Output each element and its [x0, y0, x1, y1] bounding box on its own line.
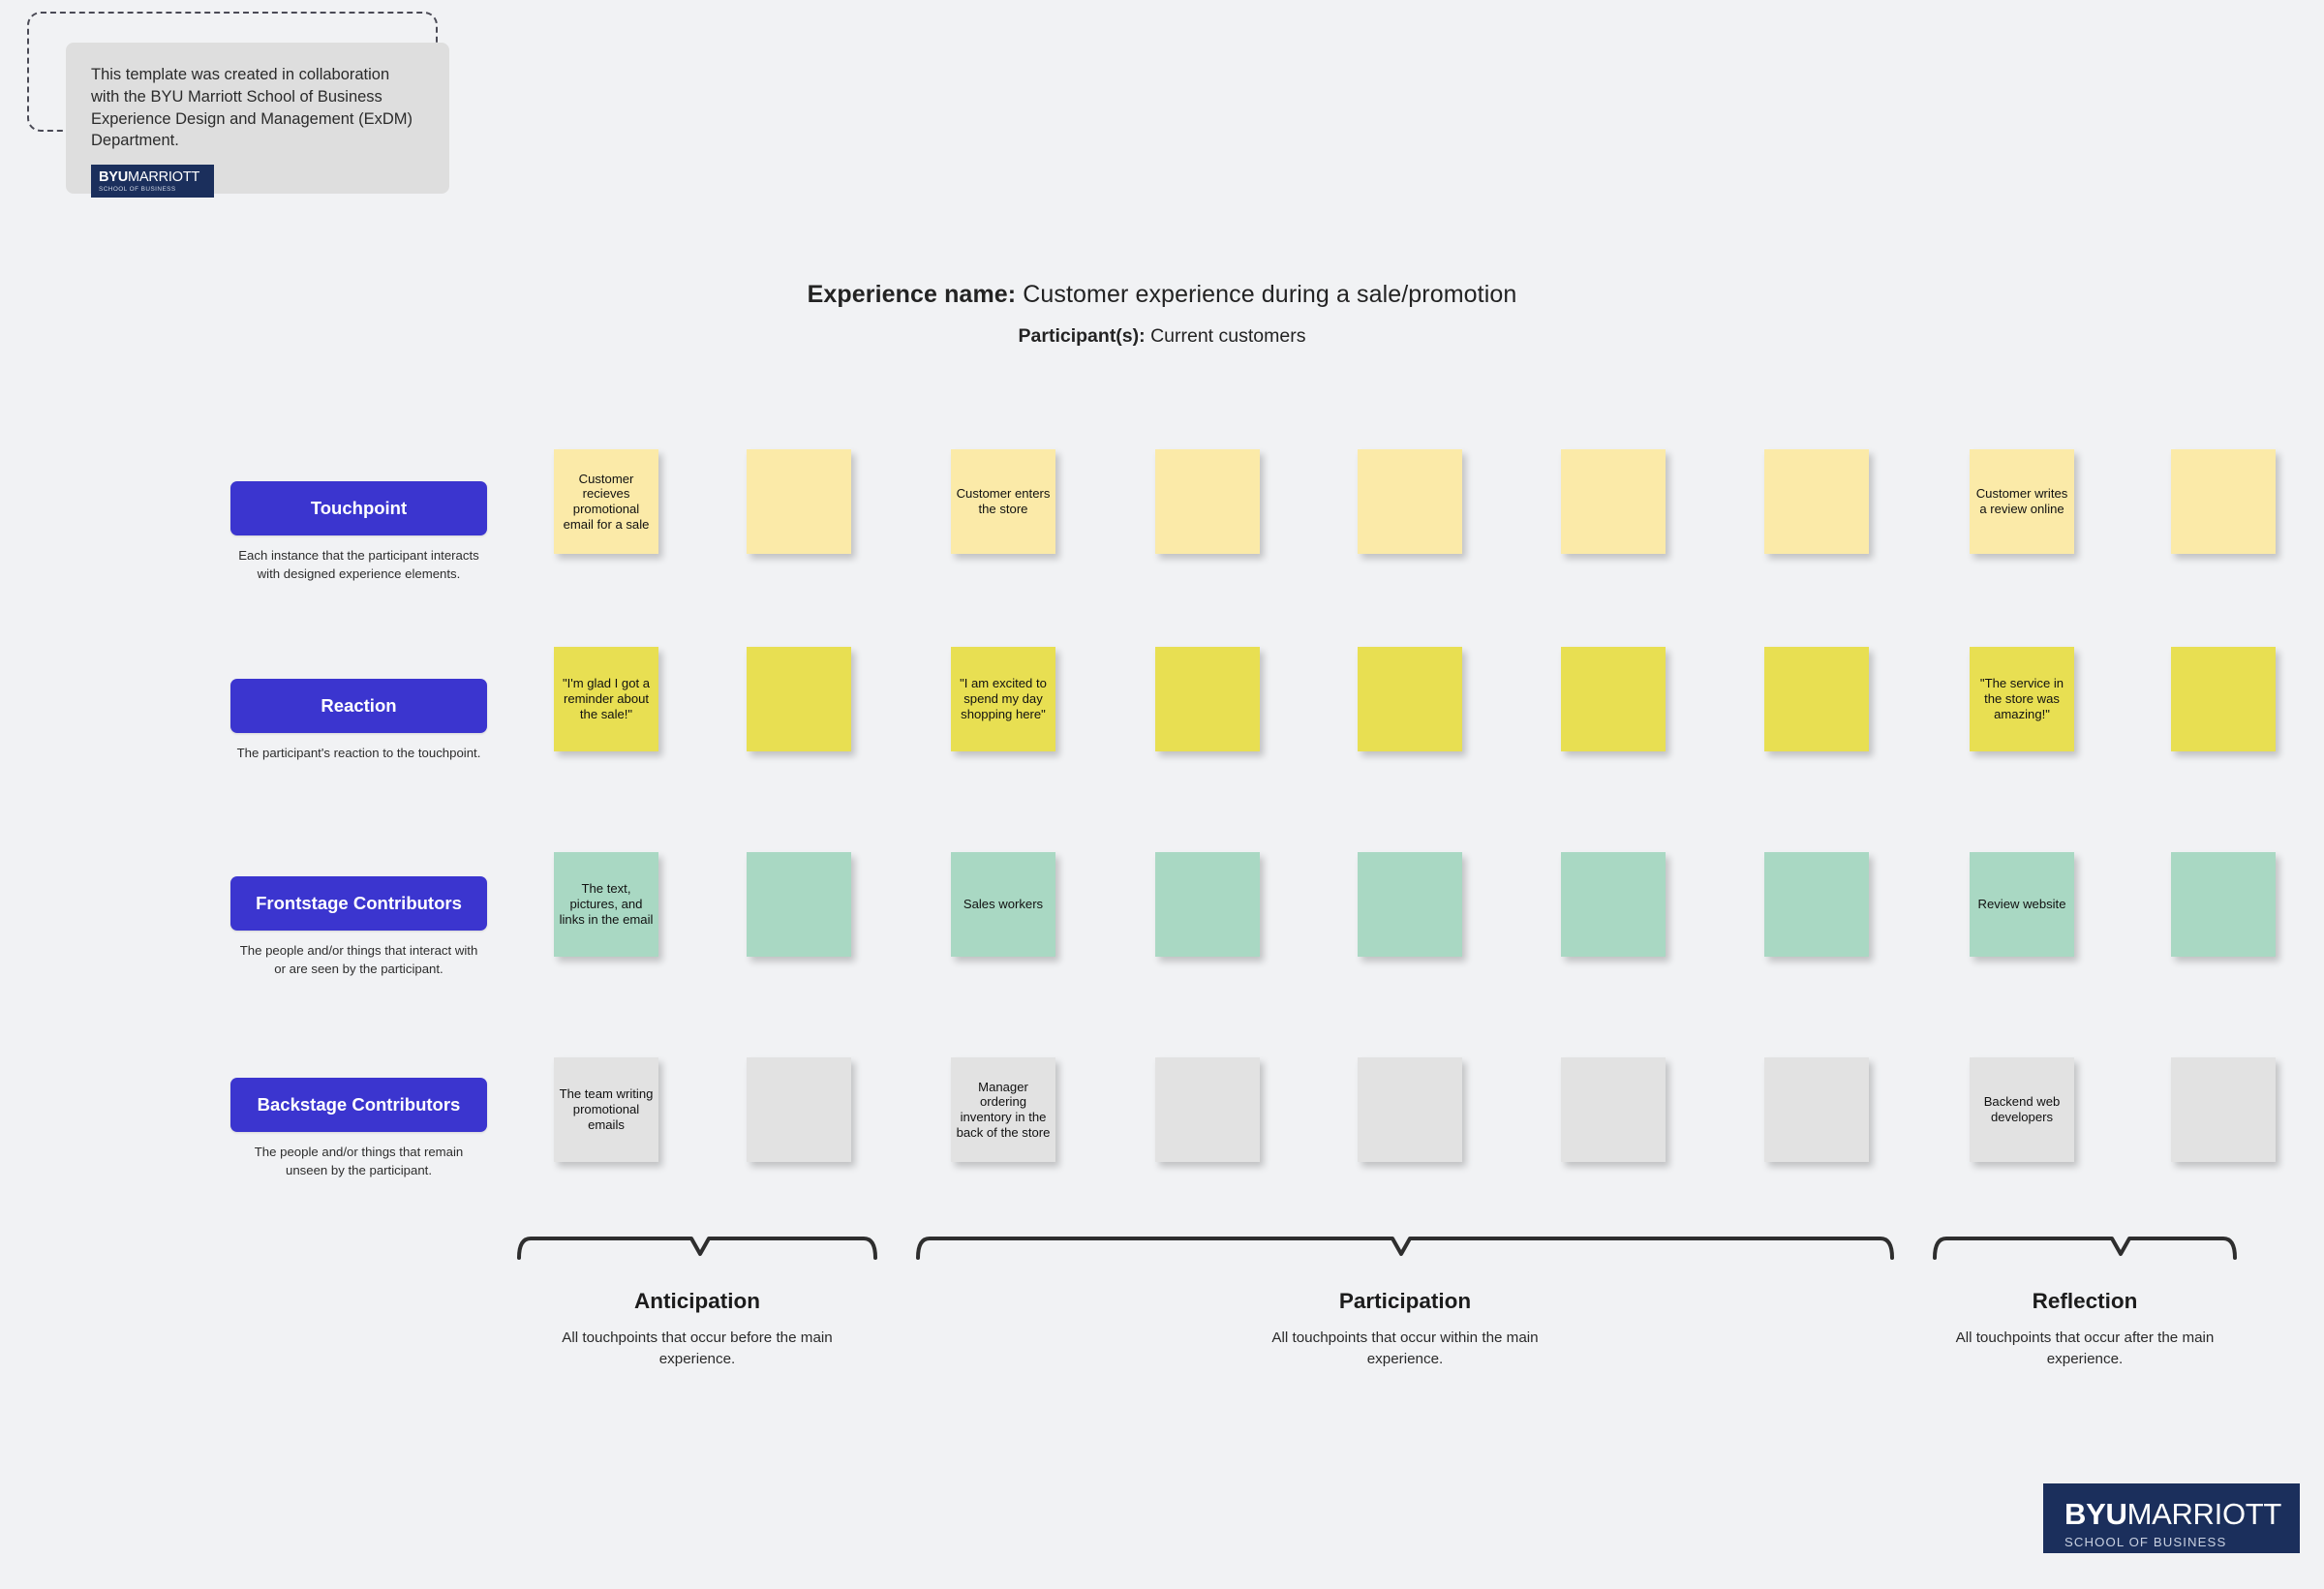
- experience-name-value[interactable]: Customer experience during a sale/promot…: [1023, 281, 1517, 308]
- footer-logo-subtitle: SCHOOL OF BUSINESS: [2064, 1535, 2227, 1549]
- sticky-note-frontstage-contributors-8[interactable]: Review website: [1970, 852, 2074, 957]
- logo-marriott-text: MARRIOTT: [128, 169, 200, 186]
- footer-logo-wordmark: BYUMARRIOTT: [2064, 1497, 2300, 1532]
- sticky-note-backstage-contributors-8[interactable]: Backend web developers: [1970, 1057, 2074, 1162]
- sticky-note-frontstage-contributors-1[interactable]: The text, pictures, and links in the ema…: [554, 852, 658, 957]
- sticky-note-text: Customer enters the store: [956, 486, 1051, 516]
- row-pill-backstage-contributors[interactable]: Backstage Contributors: [230, 1078, 487, 1132]
- logo-wordmark: BYUMARRIOTT: [99, 169, 214, 185]
- phase-title-anticipation: Anticipation: [634, 1289, 760, 1313]
- sticky-note-frontstage-contributors-9[interactable]: [2171, 852, 2276, 957]
- experience-name-line: Experience name: Customer experience dur…: [0, 281, 2324, 309]
- sticky-note-reaction-2[interactable]: [747, 647, 851, 751]
- sticky-note-reaction-9[interactable]: [2171, 647, 2276, 751]
- sticky-note-text: Review website: [1977, 897, 2066, 912]
- participants-label: Participant(s):: [1018, 325, 1146, 347]
- sticky-note-frontstage-contributors-5[interactable]: [1358, 852, 1462, 957]
- row-description-reaction: The participant's reaction to the touchp…: [236, 746, 481, 760]
- sticky-note-text: Backend web developers: [1983, 1094, 2061, 1124]
- sticky-note-touchpoint-4[interactable]: [1155, 449, 1260, 554]
- sticky-note-backstage-contributors-4[interactable]: [1155, 1057, 1260, 1162]
- logo-subtitle: SCHOOL OF BUSINESS: [99, 186, 176, 194]
- board-header: Experience name: Customer experience dur…: [0, 281, 2324, 348]
- experience-name-label: Experience name:: [807, 281, 1017, 308]
- sticky-note-text: Manager ordering inventory in the back o…: [956, 1079, 1051, 1140]
- sticky-note-frontstage-contributors-6[interactable]: [1561, 852, 1666, 957]
- phase-bracket-reflection: [1933, 1235, 2237, 1260]
- participants-value[interactable]: Current customers: [1150, 325, 1306, 347]
- attribution-card: This template was created in collaborati…: [27, 12, 449, 199]
- phase-description-reflection: All touchpoints that occur after the mai…: [1955, 1329, 2215, 1367]
- participants-line: Participant(s): Current customers: [0, 325, 2324, 348]
- sticky-note-touchpoint-6[interactable]: [1561, 449, 1666, 554]
- sticky-note-reaction-3[interactable]: "I am excited to spend my day shopping h…: [951, 647, 1055, 751]
- phase-title-participation: Participation: [1338, 1289, 1472, 1313]
- sticky-note-text: "The service in the store was amazing!": [1979, 676, 2064, 721]
- sticky-note-text: "I'm glad I got a reminder about the sal…: [562, 676, 651, 721]
- row-pill-reaction[interactable]: Reaction: [230, 679, 487, 733]
- row-pill-frontstage-contributors[interactable]: Frontstage Contributors: [230, 876, 487, 931]
- sticky-note-backstage-contributors-9[interactable]: [2171, 1057, 2276, 1162]
- sticky-note-touchpoint-2[interactable]: [747, 449, 851, 554]
- phase-description-participation: All touchpoints that occur within the ma…: [1271, 1329, 1539, 1367]
- attribution-panel: This template was created in collaborati…: [66, 43, 449, 199]
- sticky-note-reaction-6[interactable]: [1561, 647, 1666, 751]
- sticky-note-touchpoint-3[interactable]: Customer enters the store: [951, 449, 1055, 554]
- sticky-note-frontstage-contributors-2[interactable]: [747, 852, 851, 957]
- sticky-note-frontstage-contributors-3[interactable]: Sales workers: [951, 852, 1055, 957]
- sticky-note-text: The text, pictures, and links in the ema…: [559, 881, 654, 927]
- phase-description-anticipation: All touchpoints that occur before the ma…: [562, 1329, 833, 1367]
- sticky-note-backstage-contributors-3[interactable]: Manager ordering inventory in the back o…: [951, 1057, 1055, 1162]
- sticky-note-reaction-4[interactable]: [1155, 647, 1260, 751]
- sticky-note-text: Customer recieves promotional email for …: [563, 471, 650, 532]
- attribution-text: This template was created in collaborati…: [91, 66, 413, 150]
- sticky-note-touchpoint-5[interactable]: [1358, 449, 1462, 554]
- sticky-note-frontstage-contributors-4[interactable]: [1155, 852, 1260, 957]
- sticky-note-frontstage-contributors-7[interactable]: [1764, 852, 1869, 957]
- sticky-note-touchpoint-7[interactable]: [1764, 449, 1869, 554]
- phase-title-reflection: Reflection: [2032, 1289, 2138, 1313]
- sticky-note-reaction-8[interactable]: "The service in the store was amazing!": [1970, 647, 2074, 751]
- sticky-note-touchpoint-8[interactable]: Customer writes a review online: [1970, 449, 2074, 554]
- sticky-note-text: The team writing promotional emails: [559, 1086, 654, 1132]
- sticky-note-text: Sales workers: [963, 897, 1044, 912]
- sticky-note-backstage-contributors-5[interactable]: [1358, 1057, 1462, 1162]
- sticky-note-reaction-7[interactable]: [1764, 647, 1869, 751]
- sticky-note-backstage-contributors-2[interactable]: [747, 1057, 851, 1162]
- byu-marriott-logo-footer: BYUMARRIOTT SCHOOL OF BUSINESS: [2043, 1483, 2300, 1553]
- phase-bracket-participation: [916, 1235, 1894, 1260]
- row-description-frontstage-contributors: The people and/or things that interact w…: [239, 943, 478, 976]
- byu-marriott-logo-small: BYUMARRIOTT SCHOOL OF BUSINESS: [91, 165, 214, 199]
- sticky-note-reaction-1[interactable]: "I'm glad I got a reminder about the sal…: [554, 647, 658, 751]
- row-description-touchpoint: Each instance that the participant inter…: [238, 548, 479, 581]
- footer-logo-byu-text: BYU: [2064, 1497, 2127, 1531]
- sticky-note-backstage-contributors-1[interactable]: The team writing promotional emails: [554, 1057, 658, 1162]
- sticky-note-touchpoint-1[interactable]: Customer recieves promotional email for …: [554, 449, 658, 554]
- sticky-note-backstage-contributors-6[interactable]: [1561, 1057, 1666, 1162]
- phase-bracket-anticipation: [517, 1235, 877, 1260]
- row-pill-touchpoint[interactable]: Touchpoint: [230, 481, 487, 535]
- sticky-note-text: Customer writes a review online: [1975, 486, 2068, 516]
- sticky-note-backstage-contributors-7[interactable]: [1764, 1057, 1869, 1162]
- logo-byu-text: BYU: [99, 169, 129, 186]
- sticky-note-text: "I am excited to spend my day shopping h…: [960, 676, 1047, 721]
- sticky-note-reaction-5[interactable]: [1358, 647, 1462, 751]
- footer-logo-marriott-text: MARRIOTT: [2126, 1497, 2282, 1531]
- sticky-note-touchpoint-9[interactable]: [2171, 449, 2276, 554]
